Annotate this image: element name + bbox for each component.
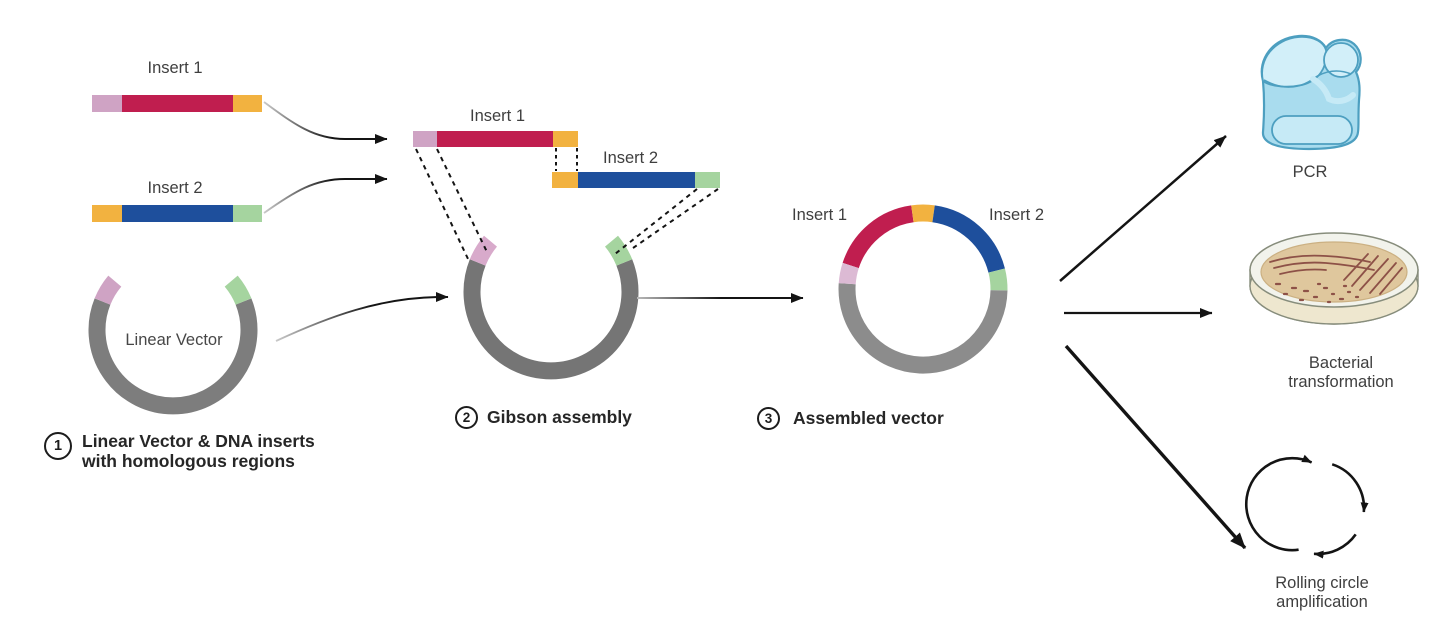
insert2-bar-stage1	[92, 205, 262, 222]
rolling-circle-icon	[1244, 454, 1369, 559]
bacterial-colonies	[1274, 282, 1360, 304]
pcr-label: PCR	[1292, 163, 1328, 181]
step-2-label: Gibson assembly	[487, 407, 632, 427]
insert1-label-stage1: Insert 1	[147, 59, 203, 77]
insert2-bar-stage2	[552, 172, 720, 188]
green-homology-dash-2	[632, 188, 719, 249]
insert1-label-stage3: Insert 1	[791, 206, 848, 224]
step-1-label-line1: Linear Vector & DNA inserts	[82, 431, 315, 451]
rolling-arc-2	[1331, 463, 1369, 513]
linear-vector-flow-arrow	[275, 292, 449, 342]
linear-vector-arc	[88, 275, 258, 415]
flow-arrows-stage1-to-stage2	[263, 101, 449, 342]
orange-overlap-segment	[552, 172, 578, 188]
assembled-insert2-segment	[932, 205, 1005, 273]
gibson-vector-pink-homology	[469, 235, 498, 266]
pink-homology-segment	[92, 95, 122, 112]
pink-homology-segment	[413, 131, 437, 147]
pink-homology-dash-1	[415, 148, 470, 262]
step-1: 1 Linear Vector & DNA inserts with homol…	[44, 431, 315, 471]
assembled-orange-overlap	[911, 204, 935, 223]
linear-vector-pink-homology	[94, 275, 122, 305]
linear-vector-green-homology	[224, 275, 252, 305]
green-homology-segment	[695, 172, 720, 188]
green-homology-segment	[233, 205, 262, 222]
step-3-label: Assembled vector	[793, 408, 944, 428]
assembled-backbone	[838, 283, 1008, 374]
insert1-label-stage2: Insert 1	[469, 107, 526, 125]
arrow-to-rolling-circle	[1064, 344, 1247, 550]
assembled-insert1-segment	[842, 205, 914, 269]
assembled-green-homology	[988, 268, 1008, 291]
pcr-bottom-panel	[1271, 115, 1353, 145]
assembled-pink-homology	[838, 262, 859, 285]
step-2: 2 Gibson assembly	[455, 406, 632, 429]
rolling-arc-3	[1313, 533, 1357, 559]
linear-vector-label: Linear Vector	[125, 331, 223, 349]
orange-overlap-segment	[233, 95, 262, 112]
insert1-flow-arrow	[263, 101, 388, 144]
insert2-label-stage1: Insert 2	[147, 179, 203, 197]
green-homology-dash-1	[614, 188, 698, 255]
orange-overlap-segment	[92, 205, 122, 222]
pcr-right-lobe	[1323, 42, 1359, 78]
gibson-vector-arc	[463, 235, 639, 380]
step-1-number-badge: 1	[44, 432, 72, 460]
insert1-bar-stage2	[413, 131, 578, 147]
bacterial-transformation-label: Bacterial transformation	[1288, 354, 1394, 391]
insert2-flow-arrow	[263, 174, 388, 214]
insert2-body-segment	[122, 205, 233, 222]
arrow-to-pcr	[1059, 135, 1227, 282]
bacterial-streaks	[1269, 253, 1403, 295]
assembled-vector-ring	[838, 204, 1008, 374]
pink-homology-dash-2	[436, 148, 489, 255]
insert2-body-segment	[578, 172, 695, 188]
insert2-label-stage2: Insert 2	[602, 149, 659, 167]
insert1-bar-stage1	[92, 95, 262, 112]
insert1-body-segment	[122, 95, 233, 112]
rolling-arc-1	[1244, 454, 1313, 552]
orange-overlap-segment	[553, 131, 578, 147]
insert1-body-segment	[437, 131, 553, 147]
linear-vector-backbone	[88, 298, 258, 415]
rolling-circle-amplification-label: Rolling circle amplification	[1275, 574, 1369, 611]
insert2-label-stage3: Insert 2	[988, 206, 1045, 224]
step-1-label-line2: with homologous regions	[82, 451, 295, 471]
pcr-highlight	[1310, 76, 1356, 105]
step-2-number-badge: 2	[455, 406, 478, 429]
pcr-machine-icon	[1260, 34, 1362, 151]
application-arrows	[1059, 135, 1247, 550]
homology-dashed-lines	[415, 148, 719, 262]
step-3: 3 Assembled vector	[757, 407, 944, 430]
petri-dish-icon	[1249, 232, 1419, 325]
gibson-vector-backbone	[463, 259, 639, 380]
step-3-number-badge: 3	[757, 407, 780, 430]
